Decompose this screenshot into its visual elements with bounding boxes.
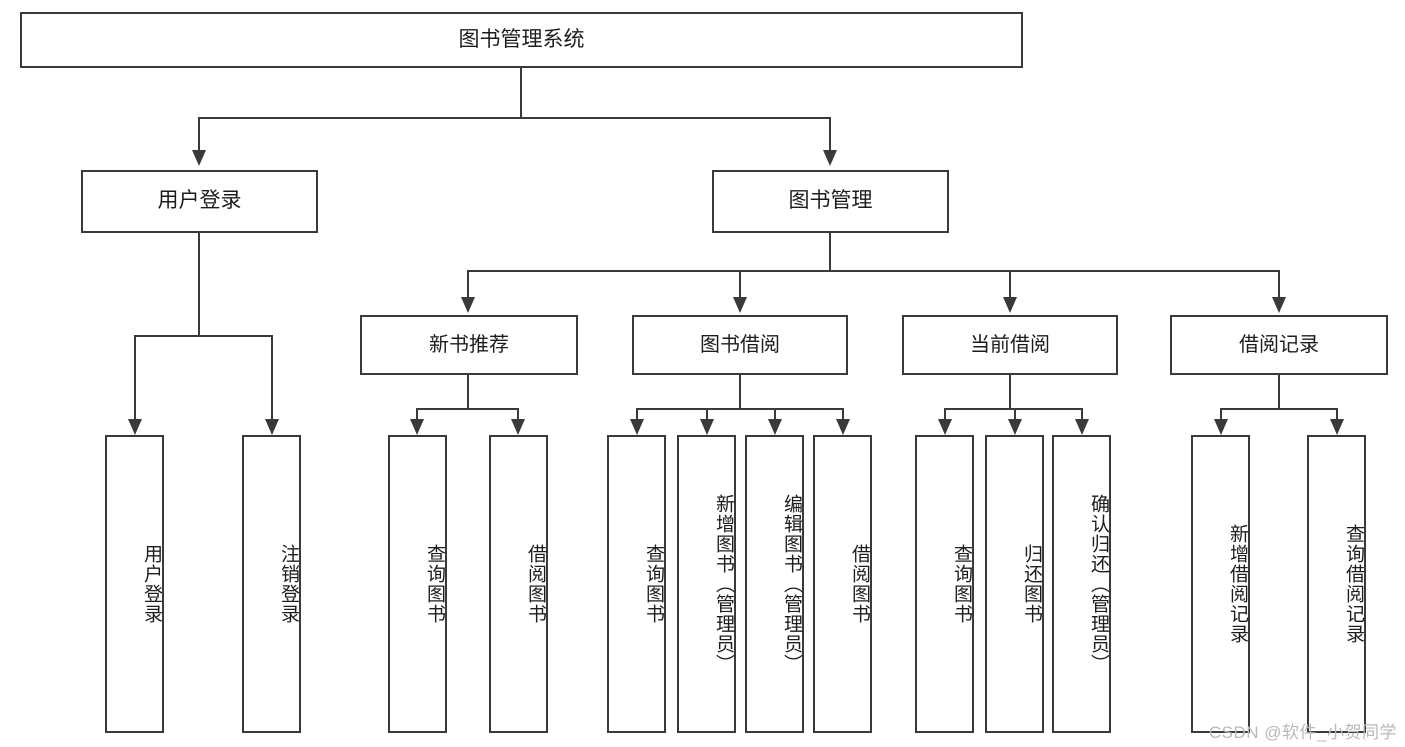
connector-root-bar — [199, 117, 831, 119]
arrow-to-current-borrow — [1003, 297, 1017, 313]
connector-current-borrow-drop-3 — [1081, 408, 1083, 420]
arrow-to-leaf-logout — [265, 419, 279, 435]
connector-book-borrow-drop-3 — [774, 408, 776, 420]
arrow-root-to-book-management — [823, 150, 837, 166]
connector-book-borrow-bar — [637, 408, 844, 410]
connector-root-drop-left — [198, 117, 200, 150]
node-user-login[interactable]: 用户登录 — [81, 170, 318, 233]
connector-book-management-stem — [829, 233, 831, 271]
connector-user-login-stem — [198, 233, 200, 336]
connector-new-book-stem — [467, 375, 469, 409]
connector-user-login-bar — [135, 335, 273, 337]
connector-borrow-record-bar — [1221, 408, 1338, 410]
leaf-logout[interactable]: 注销登录 — [242, 435, 301, 733]
leaf-borrow-book-recommend[interactable]: 借阅图书 — [489, 435, 548, 733]
node-new-book-recommend[interactable]: 新书推荐 — [360, 315, 578, 375]
connector-current-borrow-stem — [1009, 375, 1011, 409]
arrow-to-new-book-recommend — [461, 297, 475, 313]
arrow-root-to-user-login — [192, 150, 206, 166]
connector-borrow-record-drop-2 — [1336, 408, 1338, 420]
watermark-text: CSDN @软件_小贺同学 — [1208, 723, 1397, 742]
connector-level2-drop-1 — [467, 270, 469, 298]
arrow-borrow-record-leaf-1 — [1214, 419, 1228, 435]
connector-level2-drop-2 — [739, 270, 741, 298]
leaf-user-login[interactable]: 用户登录 — [105, 435, 164, 733]
node-book-borrow[interactable]: 图书借阅 — [632, 315, 848, 375]
leaf-query-book-current[interactable]: 查询图书 — [915, 435, 974, 733]
arrow-current-borrow-leaf-2 — [1008, 419, 1022, 435]
connector-book-borrow-drop-4 — [842, 408, 844, 420]
arrow-book-borrow-leaf-2 — [700, 419, 714, 435]
node-current-borrow[interactable]: 当前借阅 — [902, 315, 1118, 375]
leaf-return-book[interactable]: 归还图书 — [985, 435, 1044, 733]
leaf-query-book-borrow[interactable]: 查询图书 — [607, 435, 666, 733]
leaf-query-book-recommend[interactable]: 查询图书 — [388, 435, 447, 733]
connector-book-borrow-drop-2 — [706, 408, 708, 420]
arrow-to-leaf-user-login — [128, 419, 142, 435]
arrow-current-borrow-leaf-3 — [1075, 419, 1089, 435]
leaf-query-borrow-record[interactable]: 查询借阅记录 — [1307, 435, 1366, 733]
arrow-borrow-record-leaf-2 — [1330, 419, 1344, 435]
connector-new-book-drop-1 — [416, 408, 418, 420]
connector-level2-drop-3 — [1009, 270, 1011, 298]
connector-borrow-record-drop-1 — [1220, 408, 1222, 420]
connector-book-borrow-stem — [739, 375, 741, 409]
connector-new-book-bar — [417, 408, 519, 410]
connector-user-login-drop-1 — [134, 335, 136, 420]
connector-level2-bar — [468, 270, 1280, 272]
arrow-book-borrow-leaf-3 — [768, 419, 782, 435]
connector-user-login-drop-2 — [271, 335, 273, 420]
arrow-book-borrow-leaf-1 — [630, 419, 644, 435]
connector-current-borrow-drop-2 — [1014, 408, 1016, 420]
leaf-borrow-book[interactable]: 借阅图书 — [813, 435, 872, 733]
leaf-add-book-admin[interactable]: 新增图书（管理员） — [677, 435, 736, 733]
connector-book-borrow-drop-1 — [636, 408, 638, 420]
arrow-to-borrow-record — [1272, 297, 1286, 313]
leaf-edit-book-admin[interactable]: 编辑图书（管理员） — [745, 435, 804, 733]
arrow-current-borrow-leaf-1 — [938, 419, 952, 435]
arrow-new-book-leaf-2 — [511, 419, 525, 435]
arrow-book-borrow-leaf-4 — [836, 419, 850, 435]
node-book-management[interactable]: 图书管理 — [712, 170, 949, 233]
connector-root-stem — [520, 68, 522, 118]
connector-borrow-record-stem — [1278, 375, 1280, 409]
leaf-confirm-return-admin[interactable]: 确认归还（管理员） — [1052, 435, 1111, 733]
node-borrow-record[interactable]: 借阅记录 — [1170, 315, 1388, 375]
connector-new-book-drop-2 — [517, 408, 519, 420]
connector-level2-drop-4 — [1278, 270, 1280, 298]
connector-current-borrow-drop-1 — [944, 408, 946, 420]
connector-root-drop-right — [829, 117, 831, 150]
arrow-to-book-borrow — [733, 297, 747, 313]
arrow-new-book-leaf-1 — [410, 419, 424, 435]
leaf-add-borrow-record[interactable]: 新增借阅记录 — [1191, 435, 1250, 733]
node-root-system[interactable]: 图书管理系统 — [20, 12, 1023, 68]
